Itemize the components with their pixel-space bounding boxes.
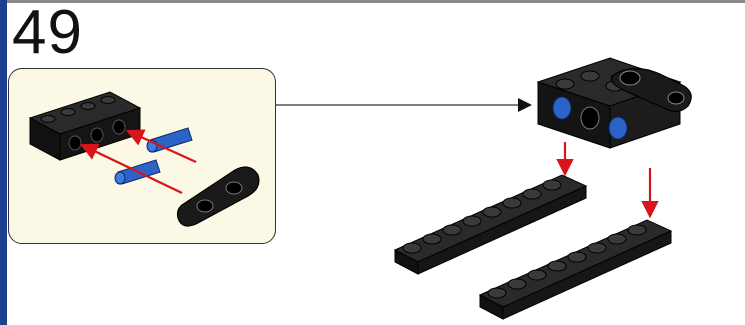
callout-pointer-icon [276, 98, 532, 112]
page-side-bar [0, 0, 7, 325]
plate-1x8-icon [393, 174, 588, 275]
technic-beam-icon [176, 166, 260, 227]
technic-brick-icon [28, 91, 142, 161]
technic-beam-icon [610, 67, 692, 113]
red-arrow-icon [80, 129, 197, 194]
plate-1x8-icon [478, 219, 673, 320]
step-number: 49 [12, 0, 83, 67]
top-rule [0, 0, 745, 3]
red-arrow-icon [556, 142, 659, 219]
